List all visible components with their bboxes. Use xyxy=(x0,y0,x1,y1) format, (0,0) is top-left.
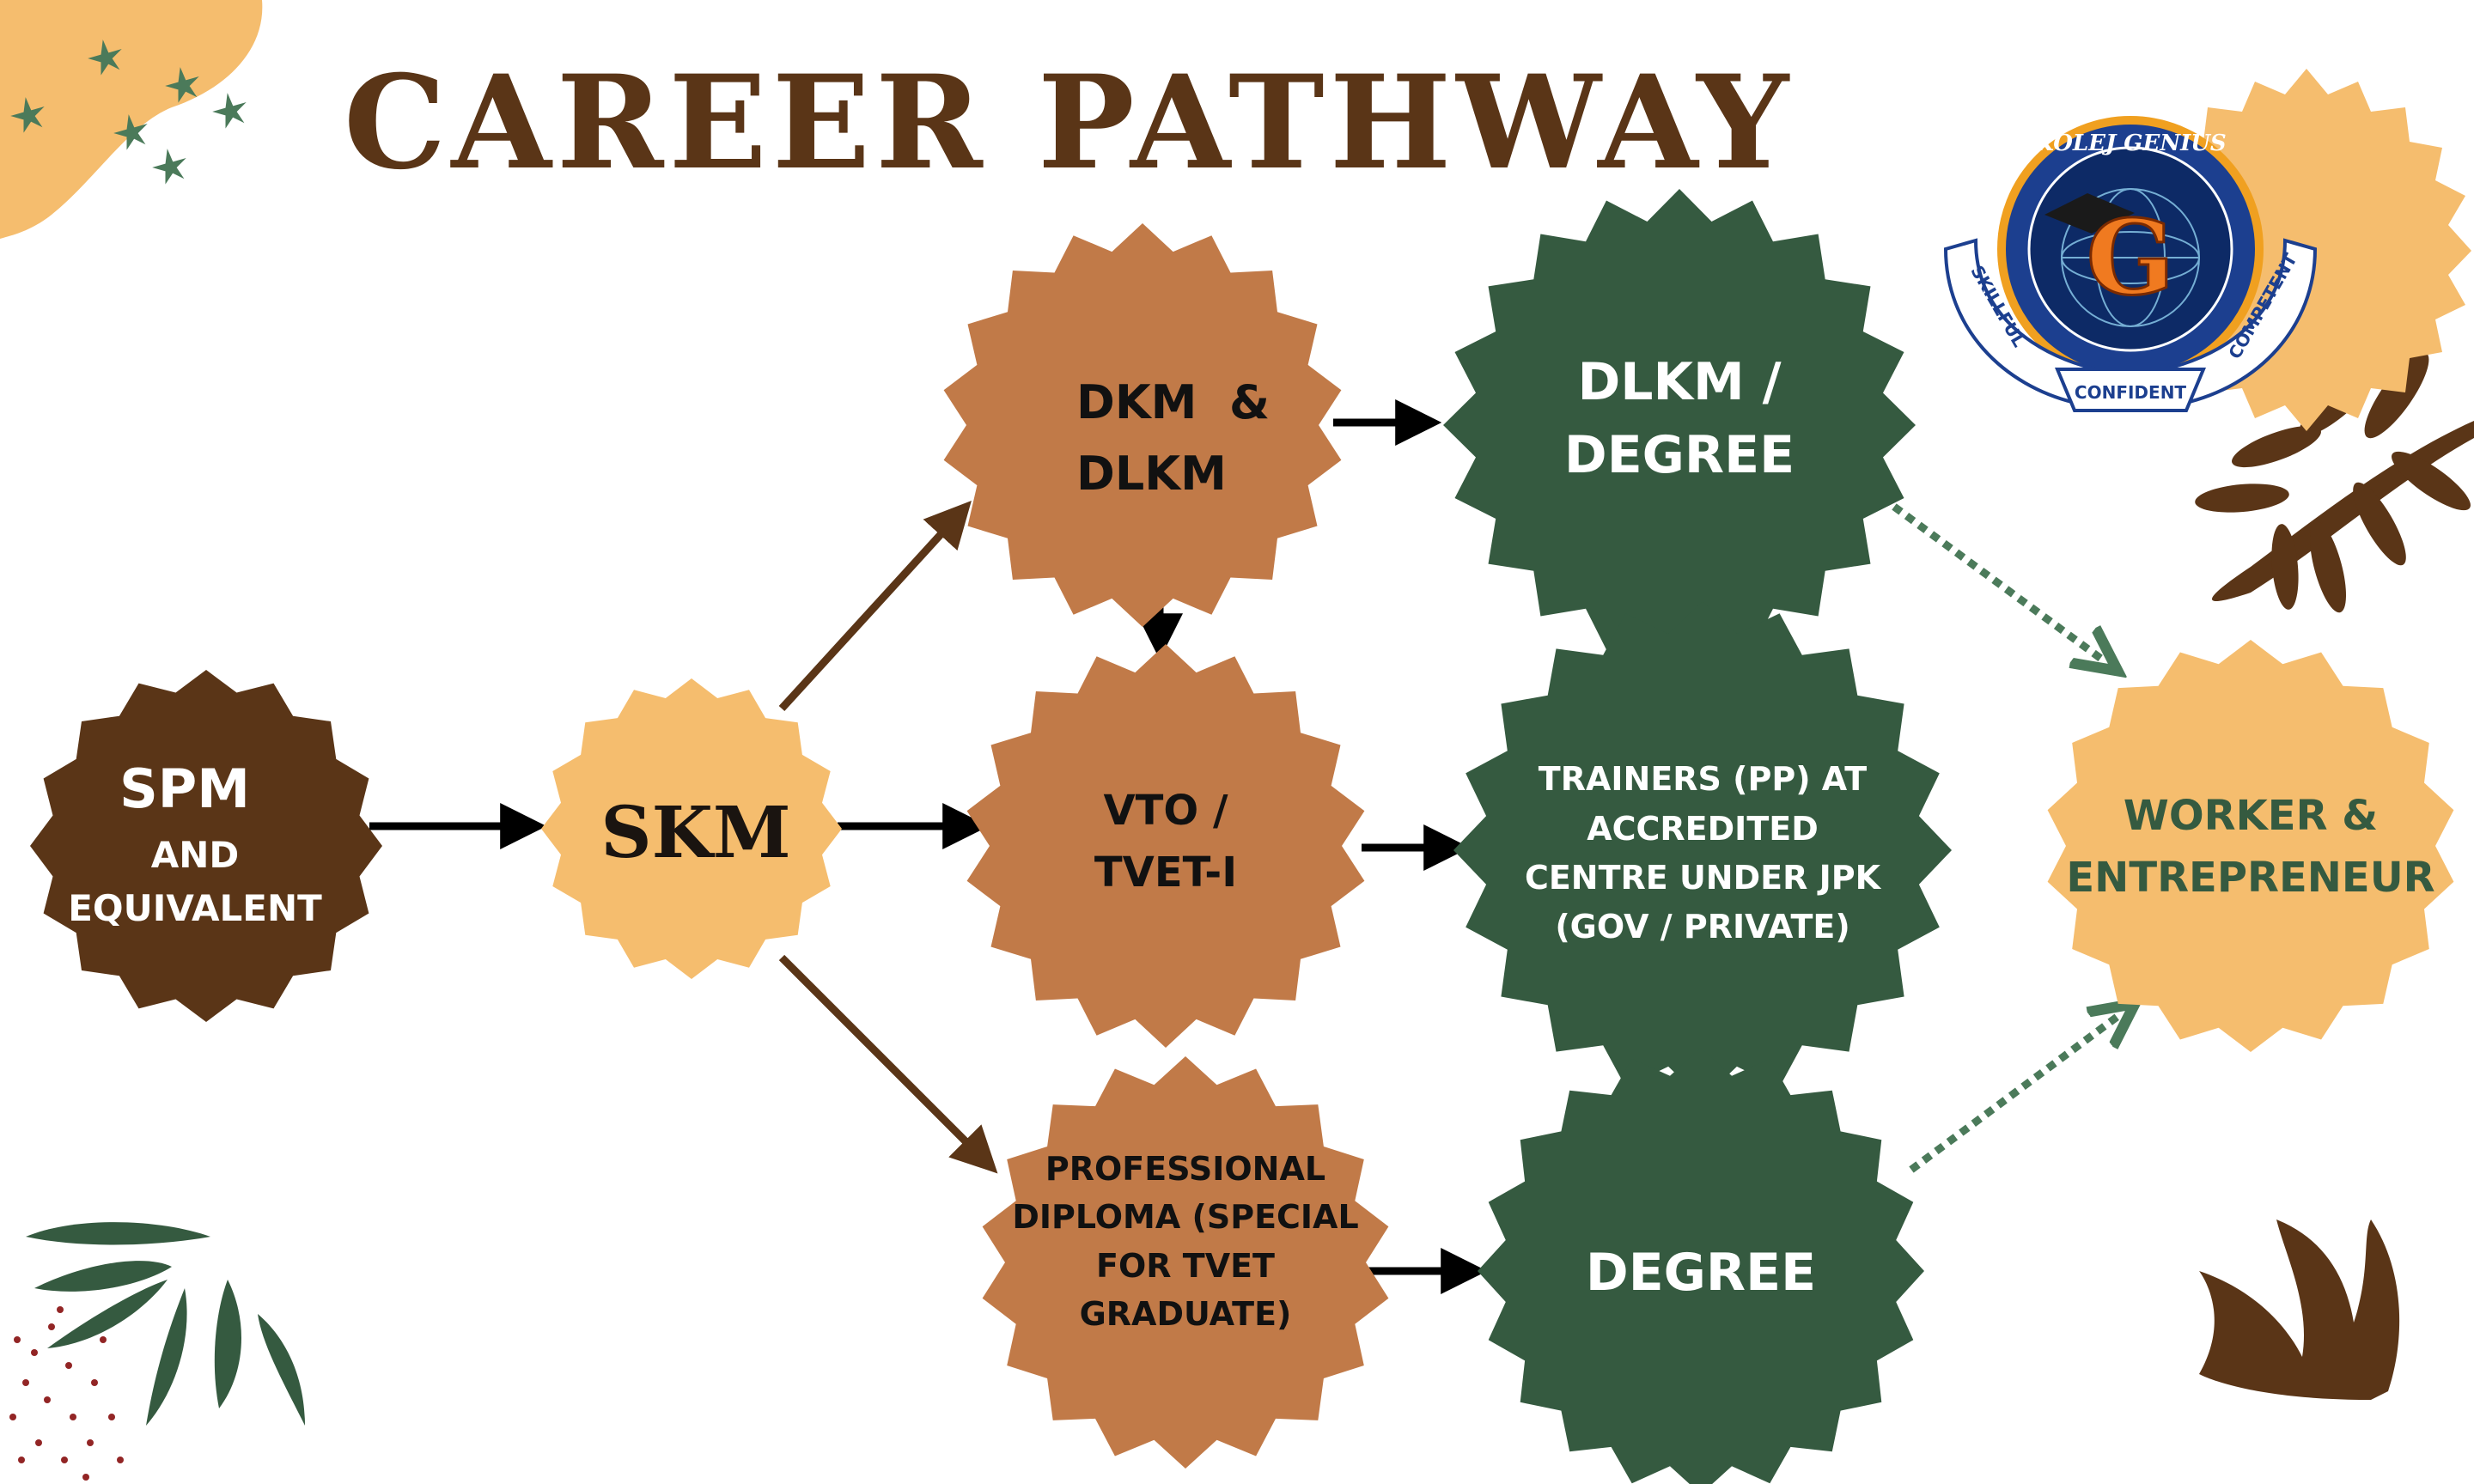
node-vto-line2: TVET-I xyxy=(1094,848,1237,897)
node-vto: VTO / TVET-I xyxy=(966,644,1365,1048)
node-spm-line1: SPM xyxy=(119,757,250,820)
node-worker: WORKER & ENTREPRENEUR xyxy=(2047,640,2454,1052)
node-trainers-line1: TRAINERS (PP) AT xyxy=(1539,760,1867,798)
logo-top-text: KOLEJ GENIUS xyxy=(2033,131,2226,156)
node-vto-line1: VTO / xyxy=(1104,787,1228,835)
node-trainers-line4: (GOV / PRIVATE) xyxy=(1555,908,1849,946)
node-trainers: TRAINERS (PP) AT ACCREDITED CENTRE UNDER… xyxy=(1453,601,1952,1099)
node-dkm-line2: DLKM xyxy=(1076,447,1227,501)
node-dkm-line1: DKM & xyxy=(1076,375,1270,429)
arrow-skm-to-dkm xyxy=(778,501,972,712)
node-skm-shape xyxy=(541,678,842,979)
node-dlkm: DLKM / DEGREE xyxy=(1443,189,1916,661)
node-spm-line3: EQUIVALENT xyxy=(68,887,322,929)
node-trainers-shape xyxy=(1453,601,1952,1099)
arrow-skm-to-prof xyxy=(778,954,998,1174)
node-spm: SPM AND EQUIVALENT xyxy=(30,670,382,1022)
node-dlkm-shape xyxy=(1443,189,1916,661)
node-prof: PROFESSIONAL DIPLOMA (SPECIAL FOR TVET G… xyxy=(982,1056,1389,1469)
node-trainers-line3: CENTRE UNDER JPK xyxy=(1525,859,1882,897)
node-degree-shape xyxy=(1478,1048,1924,1484)
bottom-left-leaf-decoration xyxy=(9,1222,305,1481)
node-prof-line3: FOR TVET xyxy=(1096,1247,1275,1285)
arrow-dlkm-to-worker xyxy=(1892,503,2105,661)
bottom-right-leaf-decoration xyxy=(2199,1219,2400,1400)
node-worker-line2: ENTREPRENEUR xyxy=(2066,854,2434,902)
node-spm-line2: AND xyxy=(151,834,240,876)
globe-icon xyxy=(2061,188,2200,327)
node-dlkm-line1: DLKM / xyxy=(1577,352,1781,412)
node-prof-line1: PROFESSIONAL xyxy=(1045,1150,1325,1188)
node-degree-label: DEGREE xyxy=(1586,1243,1816,1303)
connectors xyxy=(369,399,2122,1294)
node-spm-shape xyxy=(30,670,382,1022)
logo-center-letter: G xyxy=(2087,198,2174,319)
node-dlkm-line2: DEGREE xyxy=(1564,425,1795,485)
node-prof-shape xyxy=(982,1056,1389,1469)
page-title: CAREER PATHWAY xyxy=(344,47,1794,198)
node-degree: DEGREE xyxy=(1478,1048,1924,1484)
arrow-degree-to-worker xyxy=(1909,1013,2122,1173)
node-skm: SKM xyxy=(541,678,842,979)
node-worker-line1: WORKER & xyxy=(2124,792,2378,840)
node-worker-shape xyxy=(2047,640,2454,1052)
logo-bottom-text: CONFIDENT xyxy=(2075,382,2187,403)
graduation-cap-icon xyxy=(2044,193,2135,234)
node-dkm-shape xyxy=(943,223,1342,627)
node-prof-line4: GRADUATE) xyxy=(1080,1295,1292,1333)
node-prof-line2: DIPLOMA (SPECIAL xyxy=(1012,1198,1358,1236)
logo-badge-body: G KOLEJ GENIUS SKILLFUL COMPETENT CONFID… xyxy=(1943,116,2318,412)
node-dkm: DKM & DLKM xyxy=(943,223,1342,627)
node-vto-shape xyxy=(966,644,1365,1048)
node-trainers-line2: ACCREDITED xyxy=(1587,810,1819,848)
sparkle-star-icons xyxy=(10,40,247,185)
node-skm-label: SKM xyxy=(600,792,790,874)
top-left-decoration xyxy=(0,0,263,239)
